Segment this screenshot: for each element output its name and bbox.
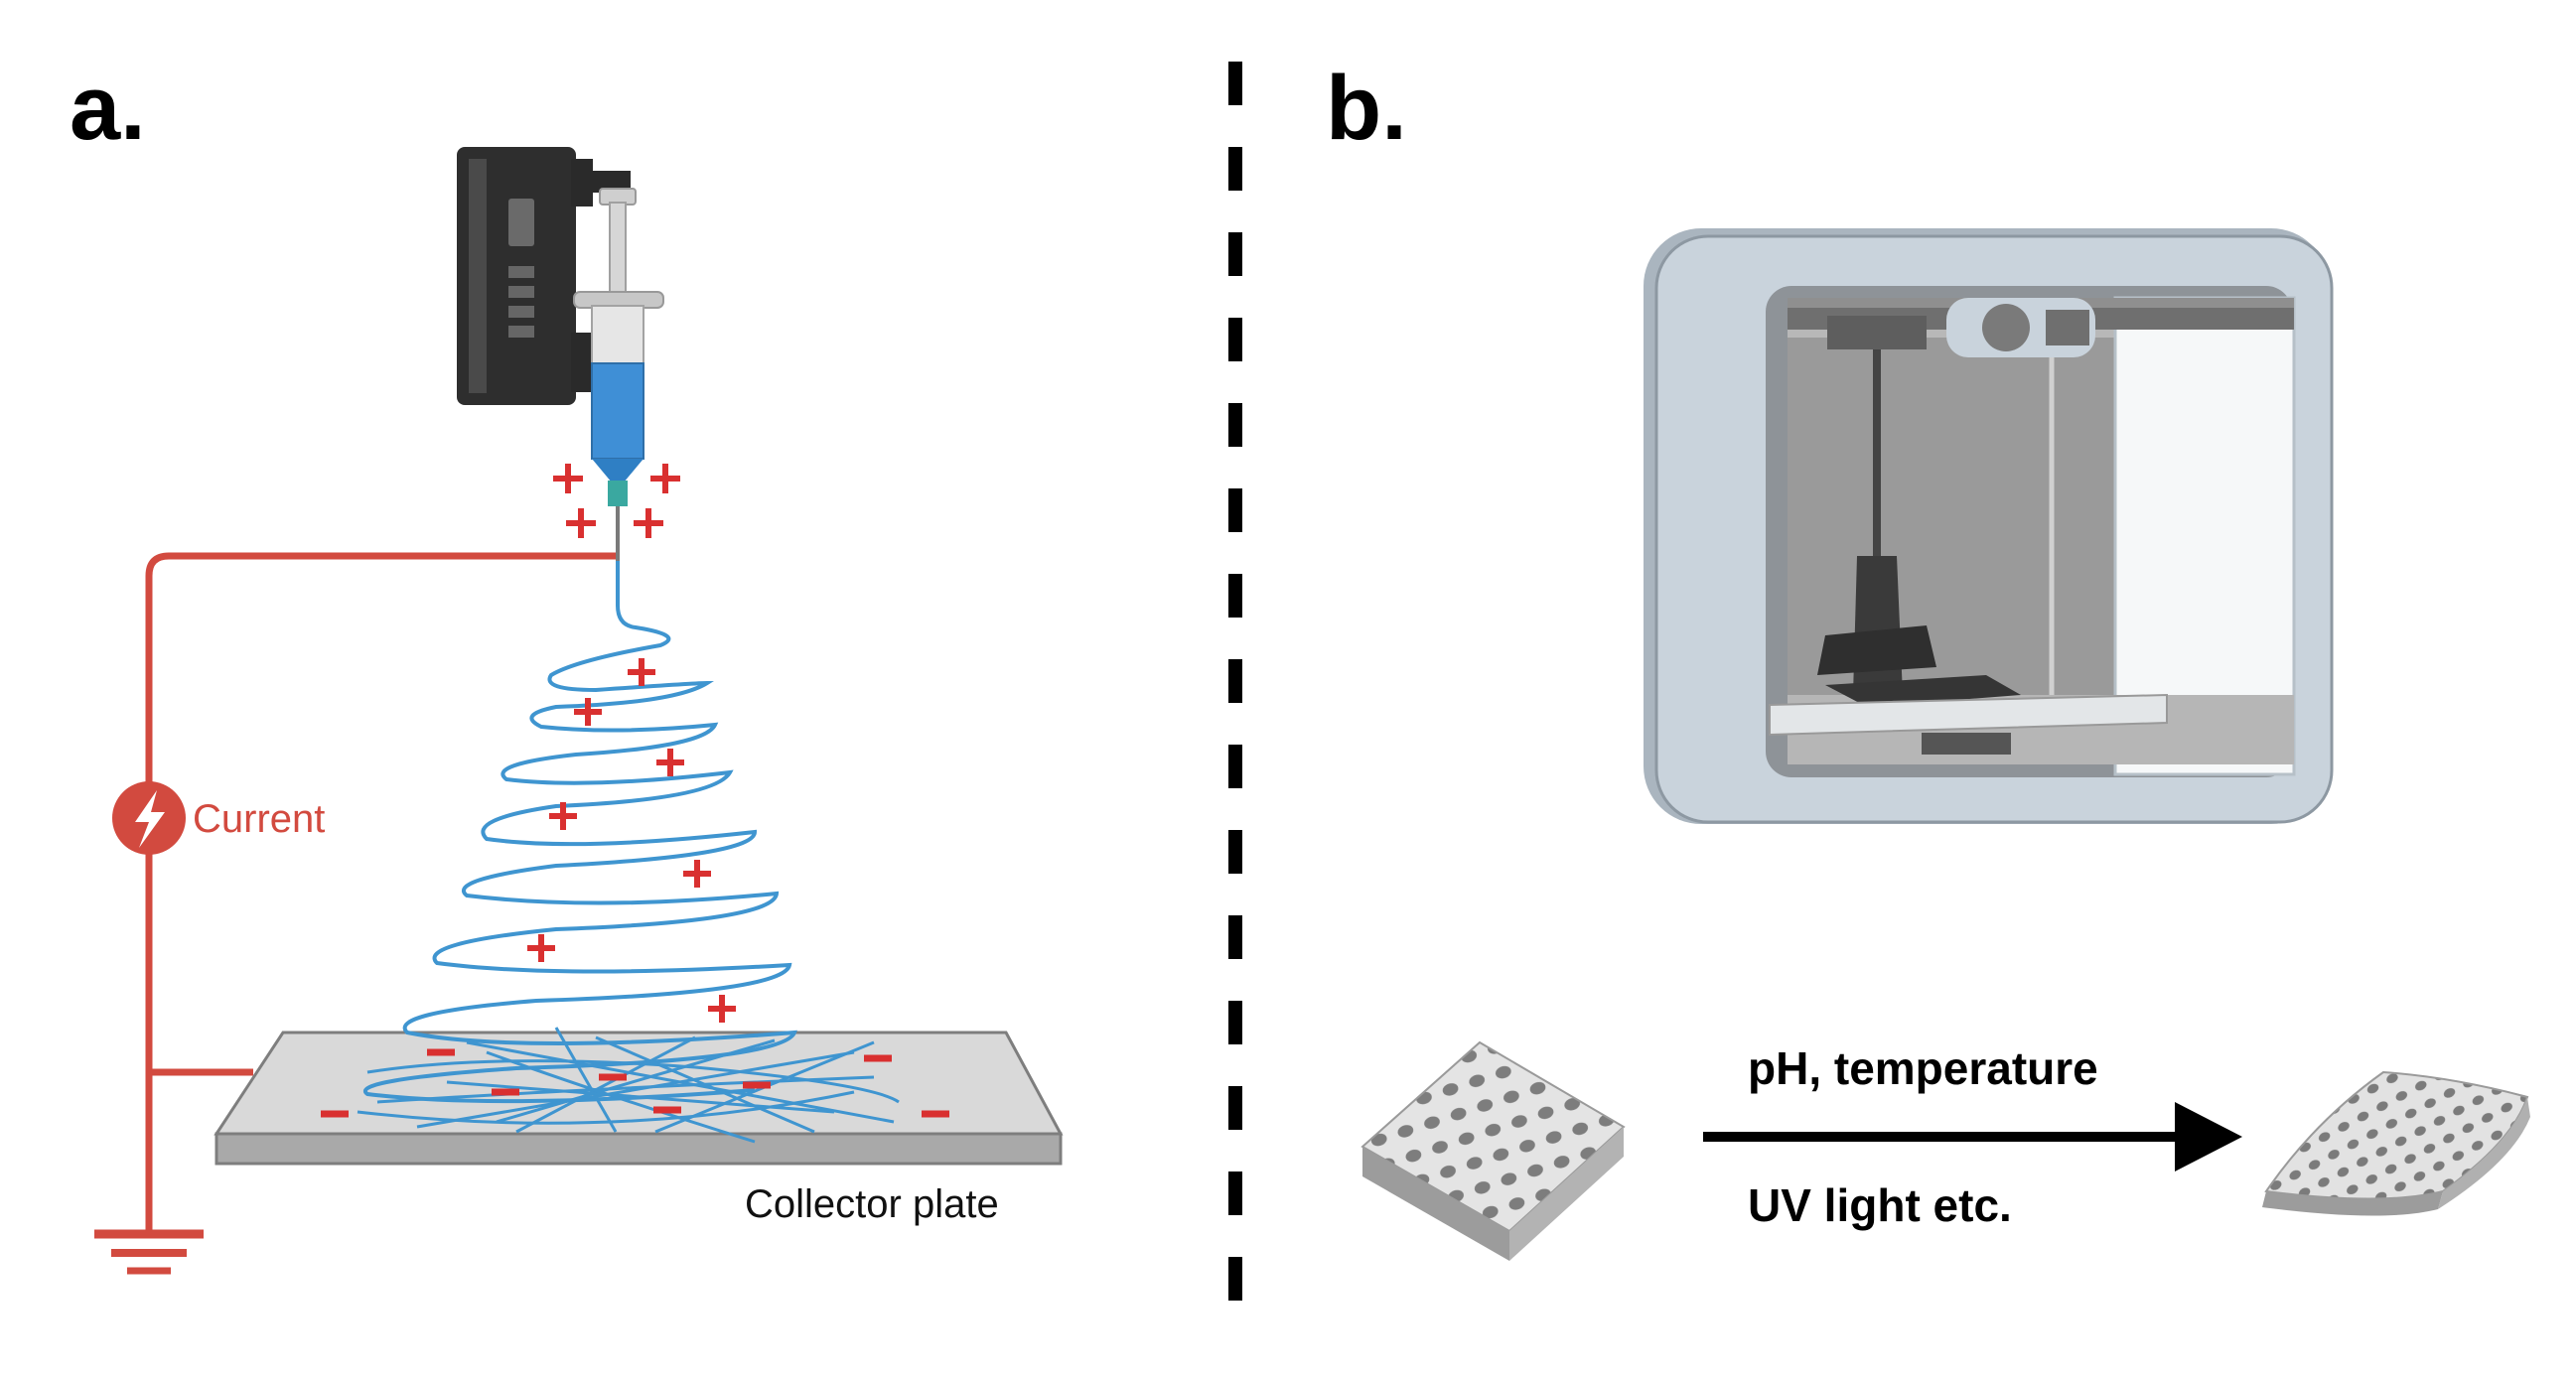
high-voltage-icon <box>112 781 186 855</box>
collector-plate <box>214 1031 1064 1166</box>
deformed-scaffold-icon <box>2262 1070 2530 1216</box>
3d-printer-icon <box>1644 228 2334 824</box>
ground-icon <box>94 1229 204 1275</box>
spiral-charges <box>527 658 736 1023</box>
syringe-icon <box>573 188 664 561</box>
fiber-mesh <box>357 1027 900 1144</box>
flat-scaffold-icon <box>1360 1040 1626 1261</box>
stimuli-label-bottom: UV light etc. <box>1748 1179 2012 1231</box>
needle-charges <box>553 464 680 538</box>
printing-panel: pH, temperature UV light etc. <box>1360 228 2530 1261</box>
spiral-jet <box>363 561 797 1104</box>
plate-charges <box>321 1048 949 1118</box>
panel-label-b: b. <box>1326 58 1407 159</box>
arrow-right-icon <box>1703 1102 2242 1171</box>
circuit-wire <box>145 552 618 1076</box>
panel-label-a: a. <box>70 58 146 159</box>
stimuli-label-top: pH, temperature <box>1748 1042 2098 1094</box>
collector-plate-label: Collector plate <box>745 1182 999 1226</box>
current-label: Current <box>193 797 325 841</box>
electrospinning-panel: Current <box>94 147 1064 1275</box>
